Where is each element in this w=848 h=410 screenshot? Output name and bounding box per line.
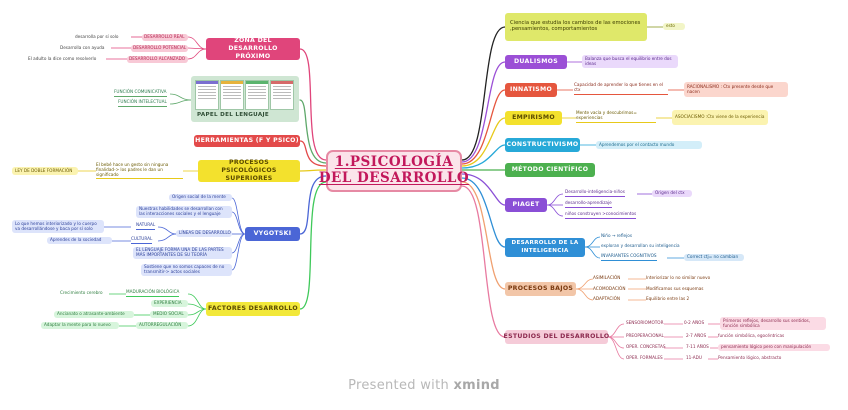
central-topic[interactable]: 1.PSICOLOGÍA DEL DESARROLLO <box>319 150 469 192</box>
innatismo-desc: Capacidad de aprender lo que tienes en e… <box>574 82 668 95</box>
central-topic-line2: DEL DESARROLLO <box>318 170 470 186</box>
lenguaje-function-comunicativa[interactable]: FUNCIÓN COMUNICATIVA <box>114 89 167 97</box>
topic-definicion-ciencia[interactable]: Ciencia que estudia los cambios de las e… <box>505 13 647 41</box>
footer-prefix: Presented with <box>348 378 454 393</box>
stage-sensoriomotor-desc: Primeros reflejos, desarrollo sus sentid… <box>720 317 826 330</box>
procesos-law[interactable]: LEY DE DOBLE FORMACIÓN <box>12 167 78 175</box>
stage-oper-formales[interactable]: OPER. FORMALES <box>626 355 663 360</box>
lenguaje-function-intelectual[interactable]: FUNCIÓN INTELECTUAL <box>118 99 167 107</box>
zona-desc-real: desarrolla por sí solo <box>75 34 119 39</box>
stage-oper-concretas-desc: pensamiento lógico pero con manipulación <box>718 344 830 351</box>
piaget-item-aprendizaje[interactable]: desarrollo-aprendizaje <box>565 200 612 208</box>
topic-zona-title: ZONA DEL DESARROLLO PRÓXIMO <box>228 36 278 61</box>
empirismo-desc: Mente vacía y descubrimos= experiencias <box>576 110 656 123</box>
ciencia-tag[interactable]: esto <box>663 23 685 30</box>
factores-maduracion-desc: Crecimiento cerebro <box>60 290 103 295</box>
innatismo-racionalismo[interactable]: RACIONALISMO : Ctx presente desde que na… <box>684 82 788 97</box>
procesos-asimilacion-desc: Interiorizar lo no similar nuevo <box>646 275 711 280</box>
topic-estudios-desarrollo[interactable]: ESTUDIOS DEL DESARROLLO <box>504 330 609 344</box>
inteligencia-item-reflejos: Niño → reflejos <box>601 233 633 238</box>
stage-preoperacional-desc: función simbólica, egocéntricas <box>718 333 785 338</box>
topic-procesos-superiores[interactable]: PROCESOS PSICOLÓGICOS SUPERIORES <box>198 159 300 182</box>
topic-factores-desarrollo[interactable]: FACTORES DESARROLLO <box>206 302 300 316</box>
procesos-acomodacion-desc: Modificamos sus esquemas <box>646 286 704 291</box>
stage-oper-formales-desc: Pensamiento lógico, abstracto <box>718 355 782 360</box>
lineas-natural-desc: Lo que hemos interiorizado y lo cuerpo v… <box>12 220 104 233</box>
lenguaje-image-2 <box>220 80 244 110</box>
factores-autorregulacion[interactable]: AUTORREGULACIÓN <box>136 322 188 329</box>
constructivismo-desc: Aprendemos por el contacto mundo <box>596 141 702 149</box>
vygotski-item-sostiene[interactable]: Sostiene que no somos capaces de no tran… <box>141 264 232 276</box>
topic-procesos-bajos[interactable]: PROCESOS BAJOS <box>505 282 576 296</box>
inteligencia-item-exploran: exploran y desarrollan su inteligencia <box>601 243 680 248</box>
lineas-cultural-desc: Aprendes de la sociedad <box>47 237 112 244</box>
piaget-origen[interactable]: Origen del ctx <box>652 190 692 197</box>
stage-sensoriomotor-age: 0-2 AÑOS <box>684 320 705 325</box>
stage-sensoriomotor[interactable]: SENSORIOMOTOR <box>626 320 664 325</box>
vygotski-item-lenguaje[interactable]: EL LENGUAJE FORMA UNA DE LAS PARTES MÁS … <box>133 247 232 259</box>
piaget-item-inteligencia[interactable]: Desarrollo-inteligencia-niños <box>565 189 625 197</box>
central-topic-line1: 1.PSICOLOGÍA <box>334 154 454 171</box>
zona-level-potencial[interactable]: DESARROLLO POTENCIAL <box>131 45 188 52</box>
topic-desarrollo-inteligencia[interactable]: DESARROLLO DE LA INTELIGENCIA <box>505 238 585 257</box>
presented-with-footer: Presented with xmind <box>0 378 848 393</box>
lineas-natural[interactable]: NATURAL <box>136 222 156 230</box>
factores-maduracion[interactable]: MADURACIÓN BIOLÓGICA <box>126 289 180 297</box>
topic-zona-desarrollo[interactable]: ZONA DEL DESARROLLO PRÓXIMO <box>206 36 300 61</box>
stage-preoperacional[interactable]: PREOPERACIONAL <box>626 333 664 338</box>
procesos-asimilacion[interactable]: ASIMILACIÓN <box>593 275 621 280</box>
procesos-acomodacion[interactable]: ACOMODACIÓN <box>593 286 626 291</box>
topic-empirismo[interactable]: EMPIRISMO <box>505 111 562 125</box>
zona-desc-potencial: Desarrolla con ayuda <box>60 45 105 50</box>
lenguaje-image-3 <box>245 80 269 110</box>
dualismo-desc: Balanza que busca el equilibrio entre do… <box>582 55 678 68</box>
factores-experiencia[interactable]: EXPERIENCIA <box>151 300 188 307</box>
empirismo-asociacismo[interactable]: ASOCIACISMO :Ctx viene de la experiencia <box>672 110 768 125</box>
stage-oper-concretas-age: 7-11 AÑOS <box>686 344 709 349</box>
zona-level-alcanzado[interactable]: DESARROLLO ALCANZADO <box>127 56 188 63</box>
factores-autorregulacion-desc: Adaptar la mente para lo nuevo <box>41 322 119 329</box>
piaget-item-conocimientos[interactable]: niños construyen >conocimientos <box>565 211 637 219</box>
lenguaje-image-4 <box>270 80 294 110</box>
topic-papel-lenguaje[interactable]: PAPEL DEL LENGUAJE <box>191 76 299 122</box>
topic-lenguaje-title: PAPEL DEL LENGUAJE <box>197 112 269 118</box>
procesos-adaptacion-desc: Equilibrio entre las 2 <box>646 296 690 301</box>
stage-oper-concretas[interactable]: OPER. CONCRETAS <box>626 344 666 349</box>
factores-medio-social[interactable]: MEDIO SOCIAL <box>150 311 188 318</box>
zona-level-real[interactable]: DESARROLLO REAL <box>142 34 188 41</box>
lenguaje-image-1 <box>195 80 219 110</box>
xmind-logo: xmind <box>453 378 500 393</box>
topic-innatismo[interactable]: INNATISMO <box>505 83 557 97</box>
topic-vygotski[interactable]: VYGOTSKI <box>245 227 300 241</box>
lineas-cultural[interactable]: CULTURAL <box>131 236 153 244</box>
topic-herramientas[interactable]: HERRAMIENTAS (F Y PSICO) <box>194 135 300 147</box>
topic-dualismos[interactable]: DUALISMOS <box>505 55 567 69</box>
vygotski-lineas[interactable]: LÍNEAS DE DESARROLLO <box>176 230 232 237</box>
vygotski-item-habilidades[interactable]: Nuestras habilidades se desarrollan con … <box>136 206 232 218</box>
topic-metodo-cientifico[interactable]: MÉTODO CIENTÍFICO <box>505 163 595 177</box>
topic-piaget[interactable]: PIAGET <box>505 198 547 212</box>
stage-oper-formales-age: 11-ADU <box>686 355 702 360</box>
inteligencia-invariantes-desc: Correct ctj= no cambian <box>684 254 744 261</box>
topic-constructivismo[interactable]: CONSTRUCTIVISMO <box>505 138 580 152</box>
procesos-desc: El bebé hace un gesto sin ninguna finali… <box>96 162 183 180</box>
vygotski-item-origen[interactable]: Origen social de la mente <box>169 194 232 201</box>
zona-desc-alcanzado: El adulto la dice como resolverlo <box>28 56 97 61</box>
factores-medio-desc: Ancianato o atrasante-ambiente <box>54 311 134 318</box>
procesos-adaptacion[interactable]: ADAPTACIÓN <box>593 296 621 301</box>
inteligencia-invariantes[interactable]: INVARIANTES COGNITIVOS <box>601 253 657 261</box>
stage-preoperacional-age: 2-7 AÑOS <box>686 333 707 338</box>
